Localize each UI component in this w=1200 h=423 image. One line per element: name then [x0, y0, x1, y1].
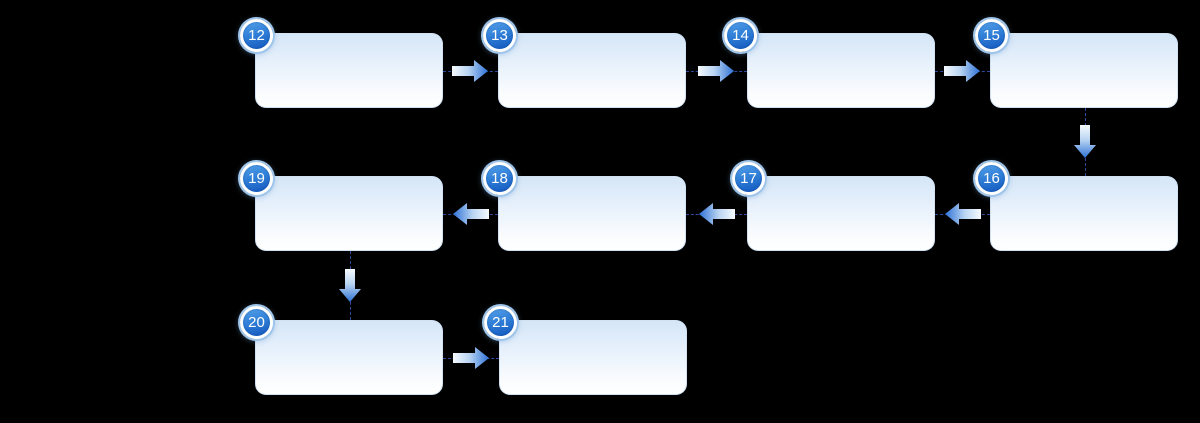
node-label: [999, 185, 1169, 242]
node-badge-number: 18: [491, 170, 508, 187]
node-label: [999, 42, 1169, 99]
flow-node-19[interactable]: 19: [240, 162, 443, 251]
node-label: [264, 329, 434, 386]
node-badge-number: 20: [248, 314, 265, 331]
arrow-right-icon: [698, 59, 734, 82]
node-label: [756, 42, 926, 99]
node-badge-19: 19: [240, 162, 273, 195]
arrow-down-icon: [1073, 125, 1096, 158]
node-badge-number: 15: [983, 27, 1000, 44]
flow-node-21[interactable]: 21: [484, 306, 687, 395]
node-badge-number: 21: [492, 314, 509, 331]
node-badge-15: 15: [975, 19, 1008, 52]
node-label: [264, 42, 434, 99]
node-badge-18: 18: [483, 162, 516, 195]
node-badge-number: 12: [248, 27, 265, 44]
node-badge-number: 14: [732, 27, 749, 44]
connector-12-13: [443, 58, 498, 83]
node-badge-17: 17: [732, 162, 765, 195]
flow-node-15[interactable]: 15: [975, 19, 1178, 108]
node-badge-21: 21: [484, 306, 517, 339]
arrow-right-icon: [452, 346, 489, 369]
arrow-down-icon: [338, 268, 361, 302]
node-badge-number: 16: [983, 170, 1000, 187]
node-badge-number: 19: [248, 170, 265, 187]
arrow-left-icon: [945, 202, 981, 225]
node-label: [508, 329, 678, 386]
node-badge-20: 20: [240, 306, 273, 339]
connector-16-17: [935, 201, 990, 226]
node-badge-number: 13: [491, 27, 508, 44]
arrow-right-icon: [944, 59, 980, 82]
connector-15-16: [1072, 108, 1097, 176]
node-badge-14: 14: [724, 19, 757, 52]
connector-18-19: [443, 201, 498, 226]
node-label: [264, 185, 434, 242]
node-badge-number: 17: [740, 170, 757, 187]
node-badge-12: 12: [240, 19, 273, 52]
node-badge-13: 13: [483, 19, 516, 52]
flow-node-12[interactable]: 12: [240, 19, 443, 108]
node-label: [756, 185, 926, 242]
connector-17-18: [686, 201, 747, 226]
arrow-left-icon: [453, 202, 489, 225]
node-badge-16: 16: [975, 162, 1008, 195]
flow-node-16[interactable]: 16: [975, 162, 1178, 251]
flow-node-20[interactable]: 20: [240, 306, 443, 395]
flow-node-18[interactable]: 18: [483, 162, 686, 251]
flow-node-13[interactable]: 13: [483, 19, 686, 108]
flow-node-14[interactable]: 14: [724, 19, 935, 108]
connector-13-14: [686, 58, 747, 83]
arrow-right-icon: [452, 59, 488, 82]
arrow-left-icon: [699, 202, 735, 225]
connector-19-20: [337, 251, 362, 320]
connector-14-15: [935, 58, 990, 83]
node-label: [507, 185, 677, 242]
flow-node-17[interactable]: 17: [732, 162, 935, 251]
connector-20-21: [443, 345, 499, 370]
node-label: [507, 42, 677, 99]
